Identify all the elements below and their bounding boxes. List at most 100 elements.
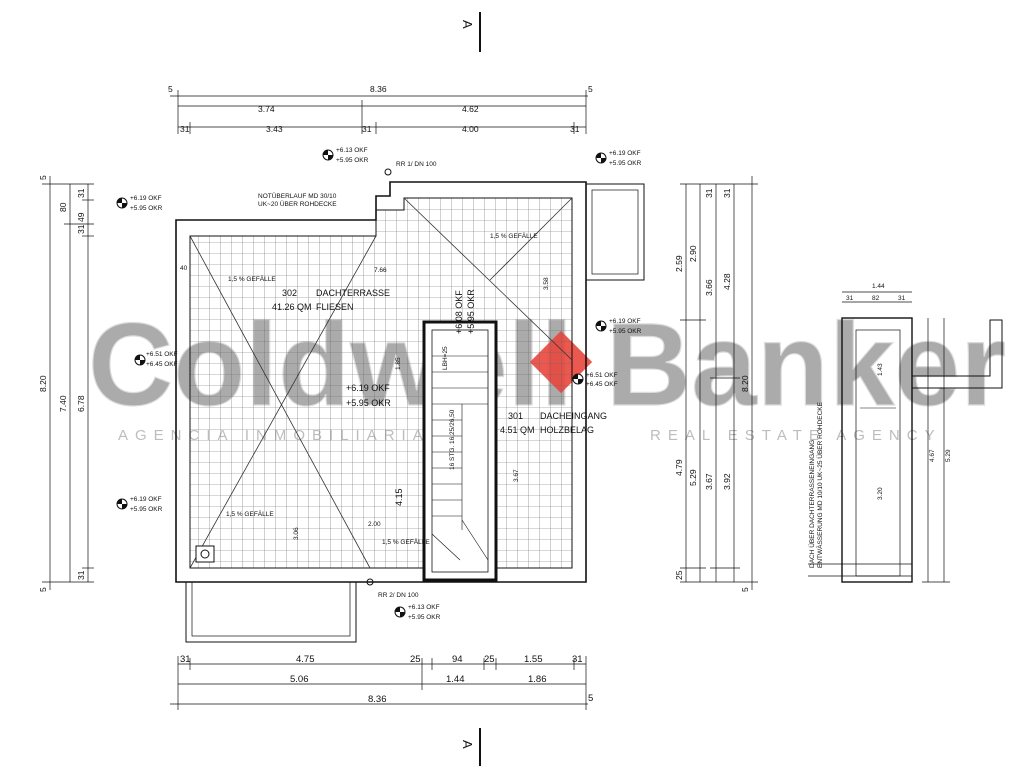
svg-text:3.58: 3.58 [543,277,550,290]
level-marker: +6.13 OKF +5.95 OKR [394,604,441,621]
svg-text:3.67: 3.67 [704,473,714,490]
svg-text:4.79: 4.79 [674,459,684,476]
svg-text:7.66: 7.66 [374,267,387,274]
dim-labels-top: 5 8.36 5 3.74 4.62 31 3.43 31 4.00 31 [168,84,593,134]
svg-text:31: 31 [362,124,372,134]
svg-text:80: 80 [58,202,68,212]
svg-text:301: 301 [508,411,523,421]
svg-text:4.67: 4.67 [929,449,936,462]
svg-text:31: 31 [898,295,906,302]
svg-text:+6.45 OKF: +6.45 OKF [146,361,178,368]
inner-dimensions: 7.66 40 3.58 3.67 4.15 2.00 1.85 3.06 [180,265,550,540]
svg-text:31: 31 [76,224,86,234]
svg-text:2.00: 2.00 [368,521,381,528]
svg-text:41.26 QM: 41.26 QM [272,302,312,312]
svg-text:40: 40 [180,265,188,272]
svg-text:2.59: 2.59 [674,255,684,272]
svg-text:1,5 % GEFÄLLE: 1,5 % GEFÄLLE [382,538,430,546]
svg-text:3.20: 3.20 [877,487,884,500]
svg-text:RR 2/ DN 100: RR 2/ DN 100 [378,592,419,599]
svg-text:31: 31 [704,188,714,198]
svg-text:2.90: 2.90 [688,245,698,262]
svg-text:UK~20 ÜBER ROHDECKE: UK~20 ÜBER ROHDECKE [258,200,337,208]
svg-text:5.06: 5.06 [290,674,309,685]
svg-text:A: A [460,740,475,749]
svg-text:31: 31 [76,188,86,198]
svg-text:8.36: 8.36 [370,84,387,94]
svg-text:94: 94 [452,654,463,665]
svg-text:1.55: 1.55 [524,654,543,665]
level-marker: +6.19 OKF +5.95 OKR [595,150,642,167]
svg-text:4.28: 4.28 [722,273,732,290]
svg-text:25: 25 [674,570,684,580]
section-mark-top: A [460,12,481,52]
svg-text:DACHEINGANG: DACHEINGANG [540,411,607,421]
svg-text:1.44: 1.44 [872,283,885,290]
svg-text:3.74: 3.74 [258,104,275,114]
svg-text:RR 1/ DN 100: RR 1/ DN 100 [396,161,437,168]
svg-text:+6.19 OKF: +6.19 OKF [346,383,390,393]
svg-text:3.06: 3.06 [293,527,300,540]
svg-text:+6.19 OKF: +6.19 OKF [130,496,162,503]
level-marker: +6.19 OKF +5.95 OKR [595,318,642,335]
svg-text:49: 49 [76,212,86,222]
svg-text:5.29: 5.29 [945,449,952,462]
svg-text:31: 31 [180,124,190,134]
svg-text:1,5 % GEFÄLLE: 1,5 % GEFÄLLE [228,275,276,283]
dim-chain-top [170,90,588,134]
svg-text:82: 82 [872,295,880,302]
svg-text:302: 302 [282,288,297,298]
svg-text:1.85: 1.85 [395,357,402,370]
svg-text:DACH ÜBER DACHTERRASSENEINGANG: DACH ÜBER DACHTERRASSENEINGANG [808,440,816,568]
level-marker: +6.19 OKF +5.95 OKR [116,195,163,212]
svg-text:ENTWÄSSERUNG MD 10/10 UK~25 ÜB: ENTWÄSSERUNG MD 10/10 UK~25 ÜBER ROHDECK… [816,401,824,568]
dim-chain-right [680,176,758,590]
svg-text:3.92: 3.92 [722,473,732,490]
svg-text:5: 5 [38,175,48,180]
svg-text:1.86: 1.86 [528,674,547,685]
svg-text:25: 25 [410,654,421,665]
svg-text:5: 5 [168,84,173,94]
svg-text:1.44: 1.44 [446,674,465,685]
level-marker: +6.51 OKF +6.45 OKF [134,351,178,368]
drawing-notes: NOTÜBERLAUF MD 30/10 UK~20 ÜBER ROHDECKE… [226,161,538,599]
dim-labels-right: 2.59 4.79 25 2.90 5.29 3.66 3.67 31 4.28… [674,188,750,592]
svg-text:4.62: 4.62 [462,104,479,114]
svg-text:6.78: 6.78 [76,395,86,412]
svg-text:+5.95 OKR: +5.95 OKR [466,289,476,334]
svg-text:+6.19 OKF: +6.19 OKF [609,318,641,325]
svg-text:+6.51 OKF: +6.51 OKF [146,351,178,358]
svg-text:FLIESEN: FLIESEN [316,302,354,312]
watermark-sub-right: REAL ESTATE AGENCY [650,427,942,444]
svg-text:31: 31 [846,295,854,302]
svg-text:16 STG. 16,25/26,50: 16 STG. 16,25/26,50 [449,409,456,470]
svg-text:5: 5 [38,587,48,592]
svg-text:+6.13 OKF: +6.13 OKF [408,604,440,611]
svg-text:31: 31 [76,570,86,580]
svg-text:8.20: 8.20 [740,375,750,392]
svg-text:4.75: 4.75 [296,654,315,665]
svg-text:5: 5 [588,84,593,94]
drain-icon [195,168,392,586]
svg-text:3.66: 3.66 [704,279,714,296]
dim-chain-bottom [170,656,588,710]
room-label-302: 302 DACHTERRASSE 41.26 QM FLIESEN [272,288,390,312]
section-detail: 1.44 31 82 31 1.43 3.20 4.67 5.29 DACH Ü… [808,283,1003,583]
svg-text:3.43: 3.43 [266,124,283,134]
dim-labels-bottom: 31 4.75 25 94 25 1.55 31 5.06 1.44 1.86 … [180,654,593,705]
svg-text:5: 5 [740,587,750,592]
svg-text:LBH=25: LBH=25 [442,346,449,370]
svg-text:+5.95 OKR: +5.95 OKR [130,506,163,513]
room-label-301: 301 DACHEINGANG 4.51 QM HOLZBELAG [500,411,607,435]
svg-text:DACHTERRASSE: DACHTERRASSE [316,288,390,298]
level-marker: +6.19 OKF +5.95 OKR [116,496,163,513]
svg-text:31: 31 [572,654,583,665]
svg-text:7.40: 7.40 [58,395,68,412]
svg-text:8.20: 8.20 [38,375,48,392]
svg-text:4.51 QM: 4.51 QM [500,425,535,435]
svg-text:+5.95 OKR: +5.95 OKR [408,614,441,621]
svg-text:+5.95 OKR: +5.95 OKR [609,160,642,167]
svg-text:+6.08 OKF: +6.08 OKF [454,290,464,334]
svg-text:4.00: 4.00 [462,124,479,134]
svg-text:25: 25 [484,654,495,665]
